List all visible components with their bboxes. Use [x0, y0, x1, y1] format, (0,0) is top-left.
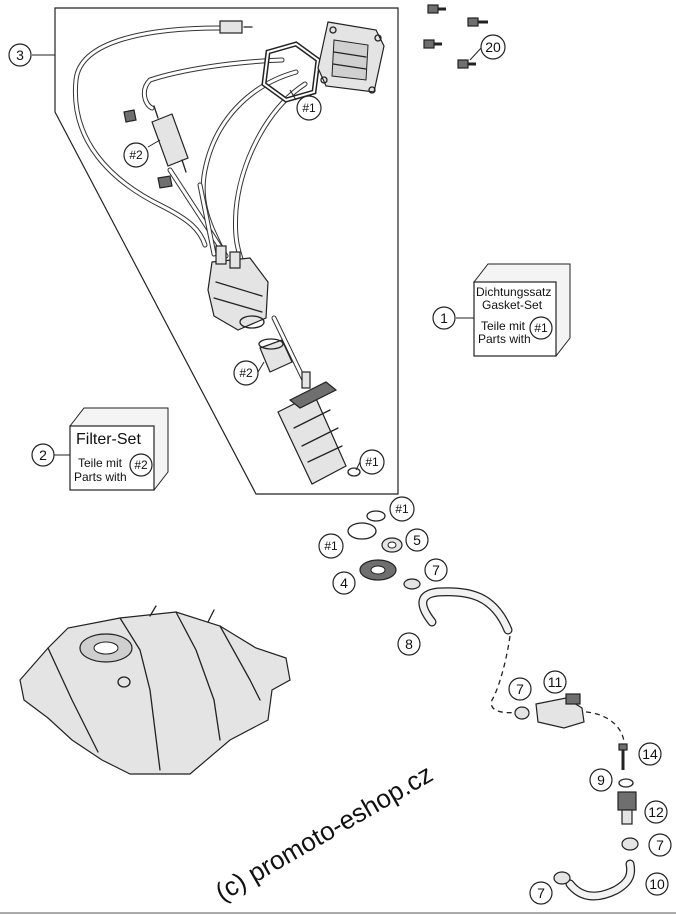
gasket-set-tag-circle	[529, 316, 553, 340]
callout-1: 1	[432, 306, 456, 330]
callout-12-label: 12	[648, 804, 664, 820]
hose-route-dashed-2	[585, 711, 625, 749]
outlet-oring-large	[347, 522, 377, 540]
pump-filter-sleeve	[258, 338, 293, 373]
quick-connector	[535, 693, 585, 729]
filter-set-line1: Teile mit	[78, 456, 123, 470]
filter-set-tag-circle	[129, 453, 153, 477]
callout-8-label: 8	[405, 636, 413, 652]
callout-10-label: 10	[649, 876, 665, 892]
callout-3-label: 3	[16, 47, 24, 63]
callout-9-label: 9	[597, 772, 605, 788]
callout-7-bottom-label: 7	[537, 885, 545, 901]
flange-bolts	[423, 4, 488, 69]
callout-7-lower: 7	[648, 833, 672, 857]
filter-clip-top	[123, 109, 137, 123]
pump-flange-cover	[317, 21, 385, 94]
callout-12: 12	[644, 800, 668, 824]
hose-clamp-bottom	[553, 871, 571, 885]
callout-20-label: 20	[485, 39, 501, 55]
gasket-set-box: Dichtungssatz Gasket-Set Teile mit Parts…	[473, 263, 571, 357]
ref-tag-flange-gasket-label: #1	[302, 101, 316, 115]
fitting-screw	[618, 743, 628, 770]
callout-14: 14	[638, 742, 662, 766]
filter-clip-bottom	[157, 175, 173, 189]
callout-4-label: 4	[340, 575, 348, 591]
filter-set-line2: Parts with	[74, 470, 127, 484]
gasket-set-line3: Teile mit	[481, 319, 526, 333]
callout-10: 10	[645, 872, 669, 896]
outlet-oring-small	[366, 510, 386, 522]
ref-tag-sleeve-label: #2	[239, 366, 253, 380]
callout-5: 5	[405, 528, 429, 552]
fuel-fitting	[617, 791, 637, 825]
filter-set-tag: #2	[134, 458, 148, 472]
fuel-tank	[19, 605, 291, 775]
watermark: (c) promoto-eshop.cz	[210, 758, 438, 907]
pump-assembly-outline	[54, 7, 399, 495]
callout-11-label: 11	[548, 674, 563, 690]
callout-7-lower-label: 7	[656, 837, 664, 853]
gasket-set-line4: Parts with	[478, 332, 531, 346]
callout-7-middle: 7	[508, 677, 532, 701]
callout-7-upper: 7	[424, 558, 448, 582]
callout-7-middle-label: 7	[516, 681, 524, 697]
gasket-set-line1: Dichtungssatz	[476, 285, 551, 299]
ref-tag-sleeve: #2	[233, 360, 259, 386]
ref-tag-outlet-oring-small: #1	[389, 496, 415, 522]
outlet-flange-seal	[359, 559, 397, 581]
callout-9: 9	[589, 768, 613, 792]
callout-1-label: 1	[440, 310, 448, 326]
ref-tag-outlet-oring-large: #1	[318, 533, 344, 559]
callout-2: 2	[31, 443, 55, 467]
ref-tag-pump-oring: #1	[359, 449, 385, 475]
filter-set-box: Filter-Set Teile mit Parts with #2	[69, 407, 169, 491]
ref-tag-filter: #2	[123, 142, 149, 168]
fuel-hose-lower	[565, 859, 636, 901]
hose-clamp-upper	[403, 578, 421, 590]
ref-tag-outlet-oring-small-label: #1	[395, 502, 409, 516]
callout-20: 20	[480, 34, 506, 60]
hose-clamp-middle	[514, 706, 530, 720]
filter-set-title: Filter-Set	[76, 431, 141, 448]
hose-route-dashed-1	[490, 635, 521, 714]
callout-7-upper-label: 7	[432, 562, 440, 578]
ref-tag-pump-oring-label: #1	[365, 455, 379, 469]
gasket-set-line2: Gasket-Set	[482, 298, 543, 312]
inline-fuel-filter	[151, 105, 189, 173]
leader-lines	[32, 46, 483, 471]
callout-5-label: 5	[413, 532, 421, 548]
pump-harness-and-hoses	[72, 25, 308, 383]
callout-8: 8	[397, 632, 421, 656]
fuel-hose-upper	[418, 587, 513, 635]
fitting-washer	[618, 778, 634, 788]
ref-tag-filter-label: #2	[129, 148, 143, 162]
callout-11: 11	[543, 670, 567, 694]
harness-connector	[219, 20, 253, 34]
gasket-set-tag: #1	[534, 321, 548, 335]
callout-14-label: 14	[642, 746, 658, 762]
pump-oring	[347, 467, 361, 477]
tank-flange-gasket	[261, 41, 321, 103]
ref-tag-flange-gasket: #1	[296, 95, 322, 121]
callout-4: 4	[332, 571, 356, 595]
outlet-connector-nut	[381, 537, 403, 553]
fuel-pump-unit	[277, 371, 347, 485]
callout-3: 3	[8, 43, 32, 67]
callout-7-bottom: 7	[529, 881, 553, 905]
pump-head-housing	[207, 245, 269, 331]
callout-2-label: 2	[39, 447, 47, 463]
hose-clamp-lower	[621, 837, 639, 851]
ref-tag-outlet-oring-large-label: #1	[324, 539, 338, 553]
